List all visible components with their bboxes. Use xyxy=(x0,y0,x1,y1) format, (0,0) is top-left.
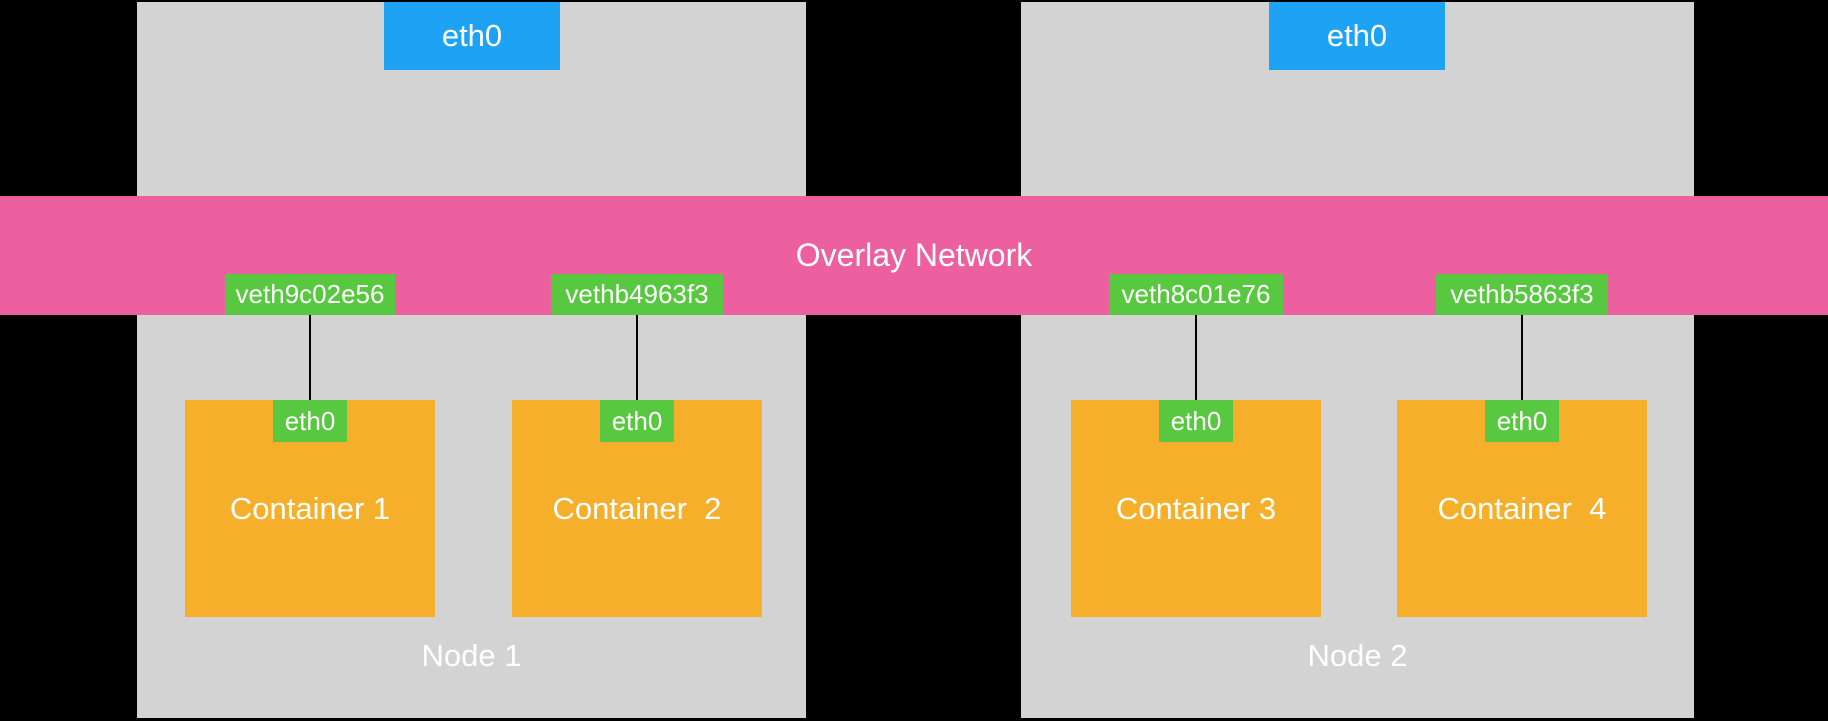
node-1-label: Node 1 xyxy=(421,638,522,673)
container-1-eth0-label: eth0 xyxy=(284,405,336,436)
veth-label-container-4: vethb5863f3 xyxy=(1436,274,1608,315)
veth-label-container-3: veth8c01e76 xyxy=(1109,274,1283,315)
connector-line-container-3 xyxy=(1195,315,1197,402)
node-1-eth0-label: eth0 xyxy=(441,18,503,53)
container-4-box: eth0 Container 4 xyxy=(1397,400,1647,617)
node-2-eth0-interface: eth0 xyxy=(1269,2,1445,70)
container-1-box: eth0 Container 1 xyxy=(185,400,435,617)
container-3-name: Container 3 xyxy=(1115,490,1277,526)
container-2-eth0-interface: eth0 xyxy=(600,400,674,442)
container-3-eth0-interface: eth0 xyxy=(1159,400,1233,442)
connector-line-container-2 xyxy=(636,315,638,402)
node-2-eth0-label: eth0 xyxy=(1326,18,1388,53)
container-1-eth0-interface: eth0 xyxy=(273,400,347,442)
node-2-label: Node 2 xyxy=(1307,638,1408,673)
container-4-eth0-label: eth0 xyxy=(1496,405,1548,436)
container-3-box: eth0 Container 3 xyxy=(1071,400,1321,617)
container-2-name: Container 2 xyxy=(552,490,722,526)
container-2-eth0-label: eth0 xyxy=(611,405,663,436)
container-4-eth0-interface: eth0 xyxy=(1485,400,1559,442)
veth-label-container-2: vethb4963f3 xyxy=(551,274,723,315)
container-3-eth0-label: eth0 xyxy=(1170,405,1222,436)
connector-line-container-4 xyxy=(1521,315,1523,402)
container-2-box: eth0 Container 2 xyxy=(512,400,762,617)
veth-label-container-1: veth9c02e56 xyxy=(225,274,395,315)
node-1-eth0-interface: eth0 xyxy=(384,2,560,70)
connector-line-container-1 xyxy=(309,315,311,402)
container-1-name: Container 1 xyxy=(229,490,391,526)
overlay-network-title: Overlay Network xyxy=(795,237,1033,273)
container-4-name: Container 4 xyxy=(1437,490,1607,526)
